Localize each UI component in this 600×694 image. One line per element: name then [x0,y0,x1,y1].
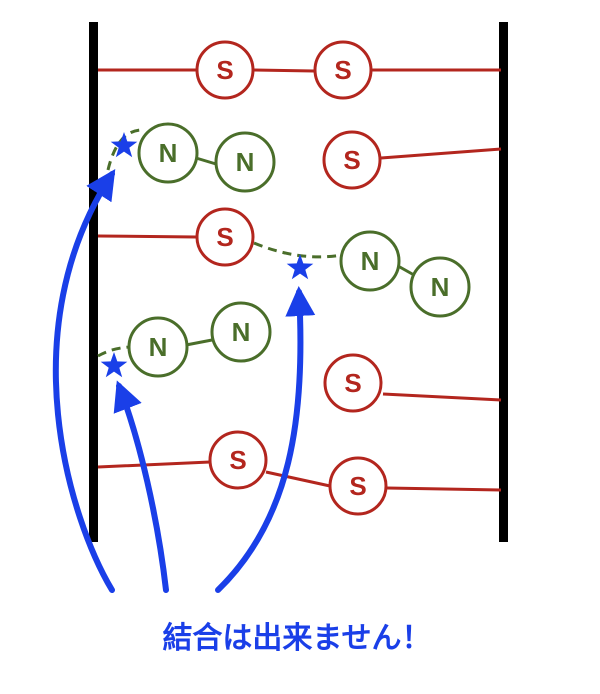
s-strand-4 [382,392,502,402]
n-node: N [339,230,401,292]
n-node: N [127,316,189,378]
n-node-label: N [361,246,380,276]
s-strand-1 [98,68,501,73]
s-node: S [195,40,255,100]
star-icon [110,132,138,158]
star-icon [100,352,128,378]
s-node-label: S [344,368,361,398]
star-icon [286,254,314,280]
s-strand-3 [97,234,197,239]
s-node-label: S [349,471,366,501]
n-node-label: N [159,138,178,168]
s-node: S [323,353,383,413]
right-wall [499,22,508,542]
curved-arrow-icon [113,380,169,593]
n-node-label: N [236,147,255,177]
n-node: N [409,256,471,318]
s-node-label: S [343,145,360,175]
n-node-label: N [149,332,168,362]
caption-text: 結合は出来ません！ [162,621,431,656]
s-node: S [195,207,255,267]
s-strand-5 [97,460,502,492]
n-node: N [137,122,199,184]
s-node-label: S [229,445,246,475]
left-wall [89,22,98,542]
n-node-label: N [232,317,251,347]
n-node: N [214,131,276,193]
curved-arrow-icon [215,286,316,593]
n-strand-2 [253,241,415,277]
s-node-label: S [334,55,351,85]
s-node-label: S [216,222,233,252]
s-strand-2 [380,147,502,160]
n-strand-3 [97,338,213,358]
n-node-label: N [431,272,450,302]
s-node: S [208,430,268,490]
n-node: N [210,301,272,363]
s-node-label: S [216,55,233,85]
s-node: S [322,130,382,190]
s-node: S [328,456,388,516]
curved-arrow-icon [52,168,116,593]
s-node: S [313,40,373,100]
